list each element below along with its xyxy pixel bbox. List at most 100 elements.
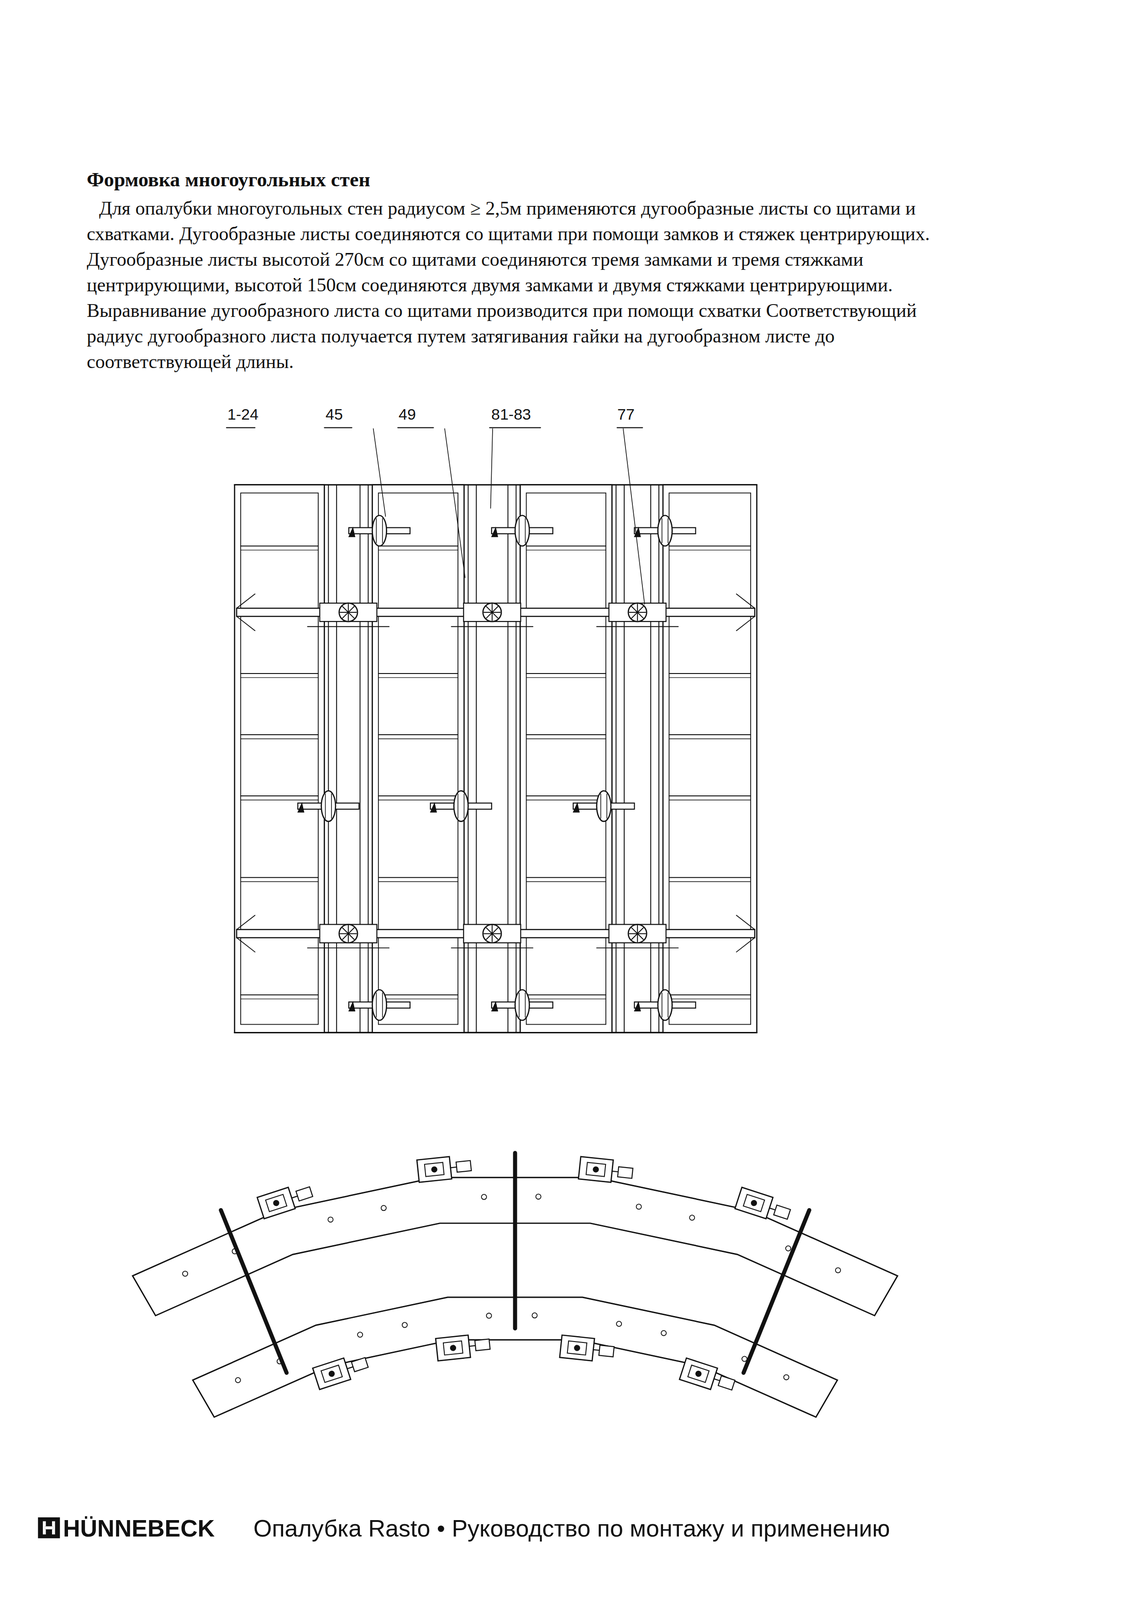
joint-clamp [416, 1156, 452, 1183]
centering-tie [456, 1160, 472, 1173]
panel-rib [378, 877, 458, 878]
clamp-wedge [661, 992, 663, 1018]
panel-rib [668, 738, 751, 739]
panel-rib [668, 549, 751, 551]
panel-inner-frame [378, 493, 458, 1025]
panel-rib [526, 677, 606, 678]
callout-underline [617, 427, 643, 429]
arc-sheet-rod [623, 484, 625, 1033]
panel-rib [526, 795, 606, 797]
callout-underline [324, 427, 352, 429]
clamp-wedge [661, 518, 663, 543]
panel-hole [381, 1205, 387, 1211]
wing-nut [339, 603, 358, 622]
joint-clamp [567, 1340, 588, 1356]
joint-clamp [312, 1357, 351, 1390]
clamp-hook [491, 527, 498, 537]
panel-rib [526, 738, 606, 739]
joint-clamp [312, 1351, 371, 1390]
joint-clamp [416, 1154, 473, 1183]
panel-rib [240, 677, 319, 678]
panel-rib [378, 549, 458, 551]
centering-tie [769, 1208, 776, 1210]
joint-clamp [688, 1365, 710, 1383]
centering-tie [474, 1339, 490, 1351]
joint-clamp [592, 1166, 600, 1173]
panel-rib [240, 881, 319, 882]
panel-rib [240, 994, 319, 996]
arc-sheet-rod [507, 484, 509, 1033]
tie-rod [596, 947, 679, 949]
panel-rib [378, 677, 458, 678]
waler-brace [736, 914, 755, 930]
arc-sheet-rod [367, 484, 369, 1033]
callout-underline [397, 427, 434, 429]
panel-hole [536, 1193, 542, 1199]
joint-clamp [272, 1198, 280, 1207]
centering-tie [599, 1345, 615, 1357]
joint-clamp [559, 1335, 616, 1363]
panel-rib [378, 998, 458, 999]
panel-rib [668, 545, 751, 547]
panel-hole [783, 1374, 789, 1380]
joint-clamp [735, 1187, 793, 1225]
waler-bracket [319, 603, 377, 622]
panel-inner-frame [668, 493, 751, 1025]
joint-clamp [750, 1198, 758, 1207]
tie-rod [451, 947, 534, 949]
arc-sheet-rod [658, 484, 660, 1033]
callout-number: 77 [617, 405, 635, 424]
joint-clamp [265, 1194, 288, 1212]
panel-rib [240, 545, 319, 547]
panel-frame [234, 484, 325, 1033]
panel-hole [531, 1312, 537, 1318]
centering-tie [714, 1378, 721, 1381]
panel-rib [526, 545, 606, 547]
arc-sheet-rod [615, 484, 617, 1033]
panel-rib [526, 672, 606, 674]
clamp-hook [348, 527, 355, 537]
wing-nut [342, 606, 354, 618]
clamp-wedge [667, 518, 669, 543]
panel-frame [662, 484, 758, 1033]
waler-bracket [463, 924, 521, 943]
tie-rod [451, 625, 534, 627]
arc-sheet-rod [336, 484, 337, 1033]
waler-bracket [319, 924, 377, 943]
panel-inner-frame [240, 493, 319, 1025]
clamp-wedge [606, 793, 608, 819]
joint-clamp [435, 1335, 471, 1361]
wing-nut [628, 603, 647, 622]
leader-line [490, 428, 493, 509]
joint-clamp [435, 1332, 491, 1361]
arc-sheet-rod [359, 484, 361, 1033]
arc-sheet-rod [467, 484, 469, 1033]
elevation-view [234, 484, 758, 1033]
joint-clamp [694, 1369, 703, 1378]
panel-rib [378, 799, 458, 800]
panel-rib [668, 672, 751, 674]
centering-tie [351, 1357, 369, 1372]
clamp-wedge [518, 518, 520, 543]
centering-tie [469, 1345, 476, 1346]
clamp-wedge [667, 992, 669, 1018]
waler-brace [236, 914, 255, 930]
centering-tie [450, 1167, 457, 1168]
panel-rib [378, 734, 458, 736]
clamp-wedge [376, 518, 378, 543]
clamp-wedge [525, 992, 526, 1018]
wing-nut [342, 927, 354, 940]
clamp-wedge [382, 518, 384, 543]
tie-rod [743, 1209, 810, 1373]
panel-hole [835, 1267, 841, 1273]
leader-line [373, 428, 386, 517]
panel-rib [240, 877, 319, 878]
logo-mark [38, 1518, 60, 1538]
clamp-wedge [463, 793, 465, 819]
callout-number: 45 [325, 405, 343, 424]
waler-brace [236, 594, 255, 609]
clamp-hook [430, 803, 437, 813]
centering-tie [612, 1171, 619, 1172]
arc-sheet-rod [327, 484, 329, 1033]
panel-rib [526, 998, 606, 999]
